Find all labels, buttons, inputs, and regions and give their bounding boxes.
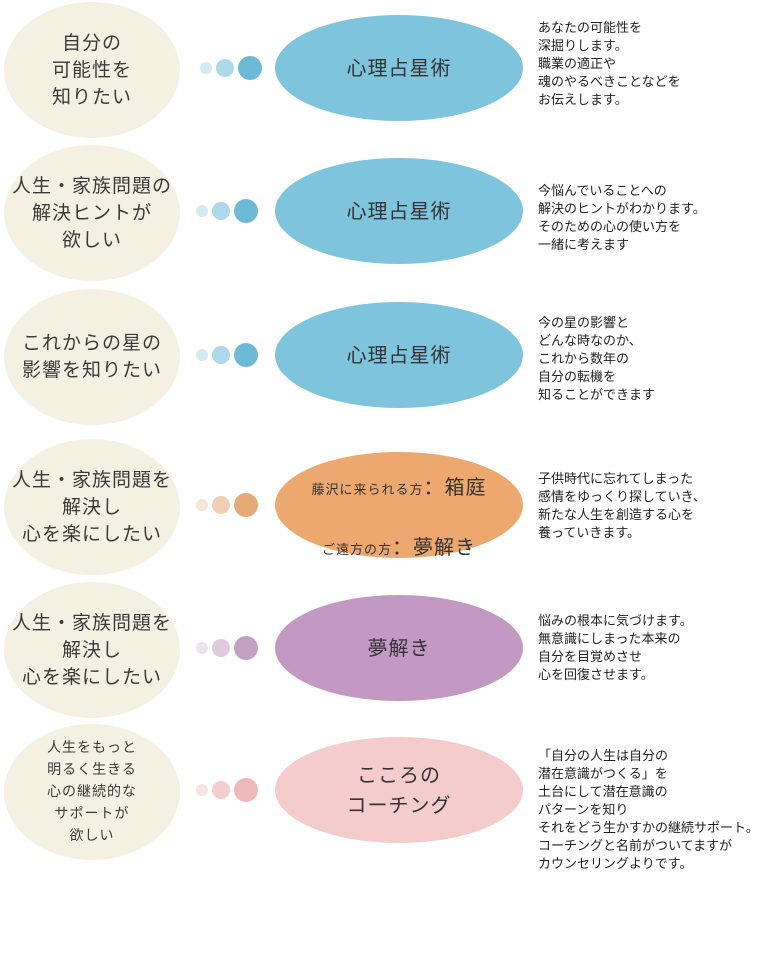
service-description-6: 「自分の人生は自分の 潜在意識がつくる」を 土台にして潜在意識の パターンを知り… <box>538 749 759 872</box>
connector-dot-medium <box>212 346 230 364</box>
service-ellipse-6: こころの コーチング <box>275 737 523 843</box>
service-description-5: 悩みの根本に気づけます。 無意識にしまった本来の 自分を目覚めさせ 心を回復させ… <box>538 614 693 683</box>
connector-dot-medium <box>212 496 230 514</box>
service-name-dream: ：夢解き <box>392 535 476 559</box>
service-audience-remote: ご遠方の方 <box>321 543 392 558</box>
connector-dot-large <box>238 56 262 80</box>
connector-dot-large <box>234 199 258 223</box>
service-row-6: 人生をもっと 明るく生きる 心の継続的な サポートが 欲しい こころの コーチン… <box>0 722 780 882</box>
service-description-3: 今の星の影響と どんな時なのか、 これから数年の 自分の転機を 知ることができま… <box>538 316 656 403</box>
service-row-5: 人生・家族問題を 解決し 心を楽にしたい 夢解き 悩みの根本に気づけます。 無意… <box>0 580 780 720</box>
connector-dot-small <box>200 62 212 74</box>
service-row-4: 人生・家族問題を 解決し 心を楽にしたい 藤沢に来られる方：箱庭 ご遠方の方：夢… <box>0 437 780 577</box>
service-audience-local: 藤沢に来られる方 <box>311 483 424 498</box>
connector-dot-large <box>234 778 258 802</box>
service-row-3: これからの星の 影響を知りたい 心理占星術 今の星の影響と どんな時なのか、 こ… <box>0 287 780 427</box>
connector-dot-medium <box>212 202 230 220</box>
need-bubble-1: 自分の 可能性を 知りたい <box>4 2 180 138</box>
connector-dot-small <box>196 499 208 511</box>
connector-dot-large <box>234 343 258 367</box>
service-ellipse-1: 心理占星術 <box>275 15 523 121</box>
service-ellipse-5: 夢解き <box>275 595 523 701</box>
service-description-2: 今悩んでいることへの 解決のヒントがわかります。 そのための心の使い方を 一緒に… <box>538 184 706 253</box>
service-description-4: 子供時代に忘れてしまった 感情をゆっくり探していき、 新たな人生を創造する心を … <box>538 472 706 541</box>
service-line-dream: ご遠方の方：夢解き <box>322 505 476 565</box>
connector-dot-small <box>196 784 208 796</box>
connector-dot-large <box>234 493 258 517</box>
need-bubble-2: 人生・家族問題の 解決ヒントが 欲しい <box>4 145 180 281</box>
connector-dot-medium <box>212 781 230 799</box>
need-bubble-3: これからの星の 影響を知りたい <box>4 289 180 425</box>
service-ellipse-2: 心理占星術 <box>275 158 523 264</box>
connector-dot-medium <box>216 59 234 77</box>
service-description-1: あなたの可能性を 深掘りします。 職業の適正や 魂のやるべきことなどを お伝えし… <box>538 21 681 108</box>
need-bubble-4: 人生・家族問題を 解決し 心を楽にしたい <box>4 439 180 575</box>
service-line-sandplay: 藤沢に来られる方：箱庭 <box>311 445 486 505</box>
connector-dot-small <box>196 205 208 217</box>
service-row-2: 人生・家族問題の 解決ヒントが 欲しい 心理占星術 今悩んでいることへの 解決の… <box>0 143 780 283</box>
connector-dot-large <box>234 636 258 660</box>
service-name-sandplay: ：箱庭 <box>423 475 487 499</box>
service-ellipse-3: 心理占星術 <box>275 302 523 408</box>
need-bubble-5: 人生・家族問題を 解決し 心を楽にしたい <box>4 582 180 718</box>
connector-dot-small <box>196 349 208 361</box>
service-ellipse-4: 藤沢に来られる方：箱庭 ご遠方の方：夢解き <box>275 452 523 559</box>
service-row-1: 自分の 可能性を 知りたい 心理占星術 あなたの可能性を 深掘りします。 職業の… <box>0 0 780 140</box>
connector-dot-medium <box>212 639 230 657</box>
need-bubble-6: 人生をもっと 明るく生きる 心の継続的な サポートが 欲しい <box>4 724 180 860</box>
connector-dot-small <box>196 642 208 654</box>
